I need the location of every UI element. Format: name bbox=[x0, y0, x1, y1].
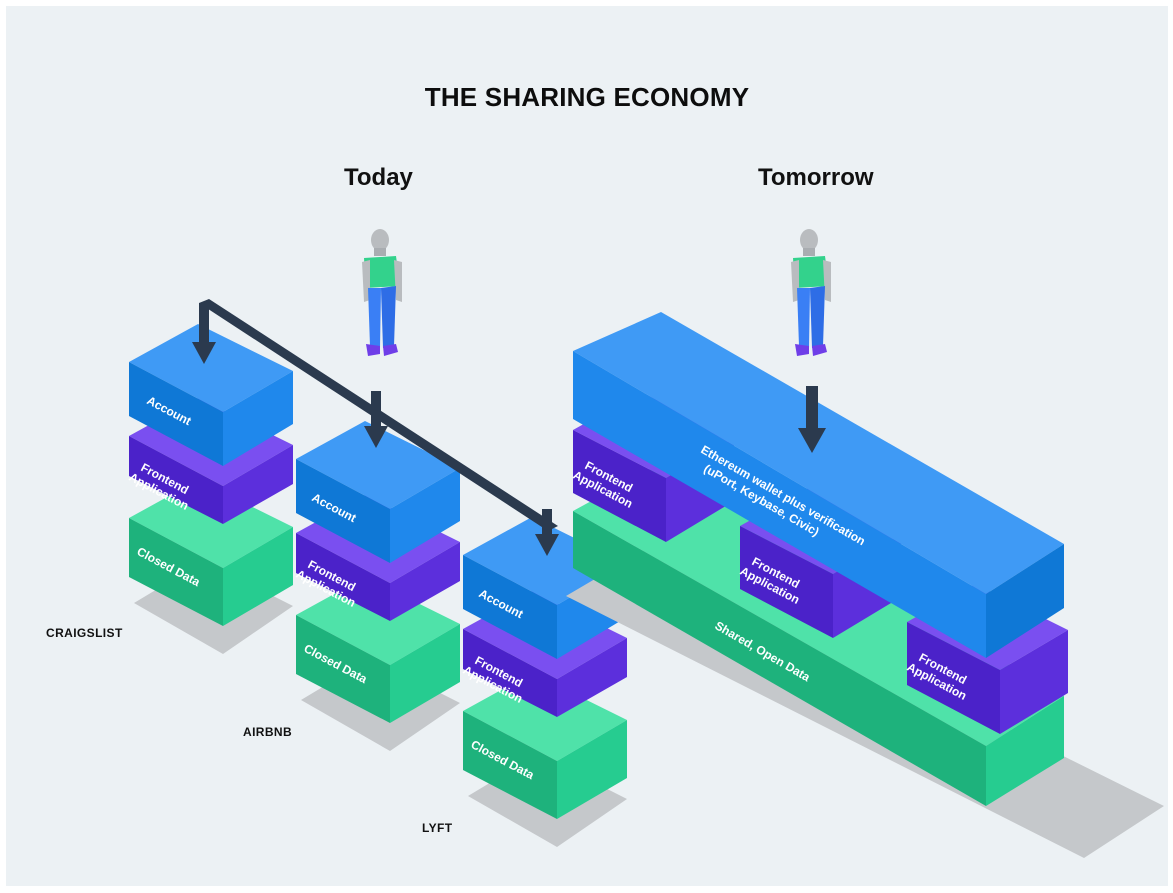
craigslist-caption: CRAIGSLIST bbox=[46, 626, 123, 640]
arrow-head-airbnb bbox=[364, 426, 388, 448]
lyft-caption: LYFT bbox=[422, 821, 453, 835]
arrow-head-lyft bbox=[535, 534, 559, 556]
today-login-arrow bbox=[192, 299, 559, 556]
arrow-stem-lyft bbox=[542, 509, 552, 537]
diagram-canvas: Closed Data Frontend Application Account bbox=[6, 6, 1168, 886]
lyft-stack: Closed Data Frontend Application Account bbox=[461, 517, 627, 819]
sharing-economy-illustration: Closed Data Frontend Application Account bbox=[127, 229, 1164, 858]
craigslist-account-block: Account bbox=[129, 324, 293, 466]
tomorrow-login-arrow bbox=[798, 386, 826, 453]
user-figure-today bbox=[362, 229, 402, 356]
arrow-stem-craigslist bbox=[199, 303, 209, 345]
lyft-closed-data-block: Closed Data bbox=[463, 673, 627, 819]
lyft-account-block: Account bbox=[463, 517, 627, 659]
arrow-head-craigslist bbox=[192, 342, 216, 364]
today-heading: Today bbox=[344, 164, 413, 191]
airbnb-closed-data-block: Closed Data bbox=[296, 577, 460, 723]
airbnb-account-block: Account bbox=[296, 421, 460, 563]
page-title: THE SHARING ECONOMY bbox=[424, 82, 750, 112]
craigslist-closed-data-block: Closed Data bbox=[129, 480, 293, 626]
craigslist-stack: Closed Data Frontend Application Account bbox=[127, 324, 293, 626]
airbnb-stack: Closed Data Frontend Application Account bbox=[294, 421, 460, 723]
airbnb-caption: AIRBNB bbox=[243, 725, 293, 739]
user-figure-tomorrow bbox=[791, 229, 831, 356]
arrow-stem-airbnb bbox=[371, 391, 381, 429]
tomorrow-heading: Tomorrow bbox=[758, 164, 874, 191]
